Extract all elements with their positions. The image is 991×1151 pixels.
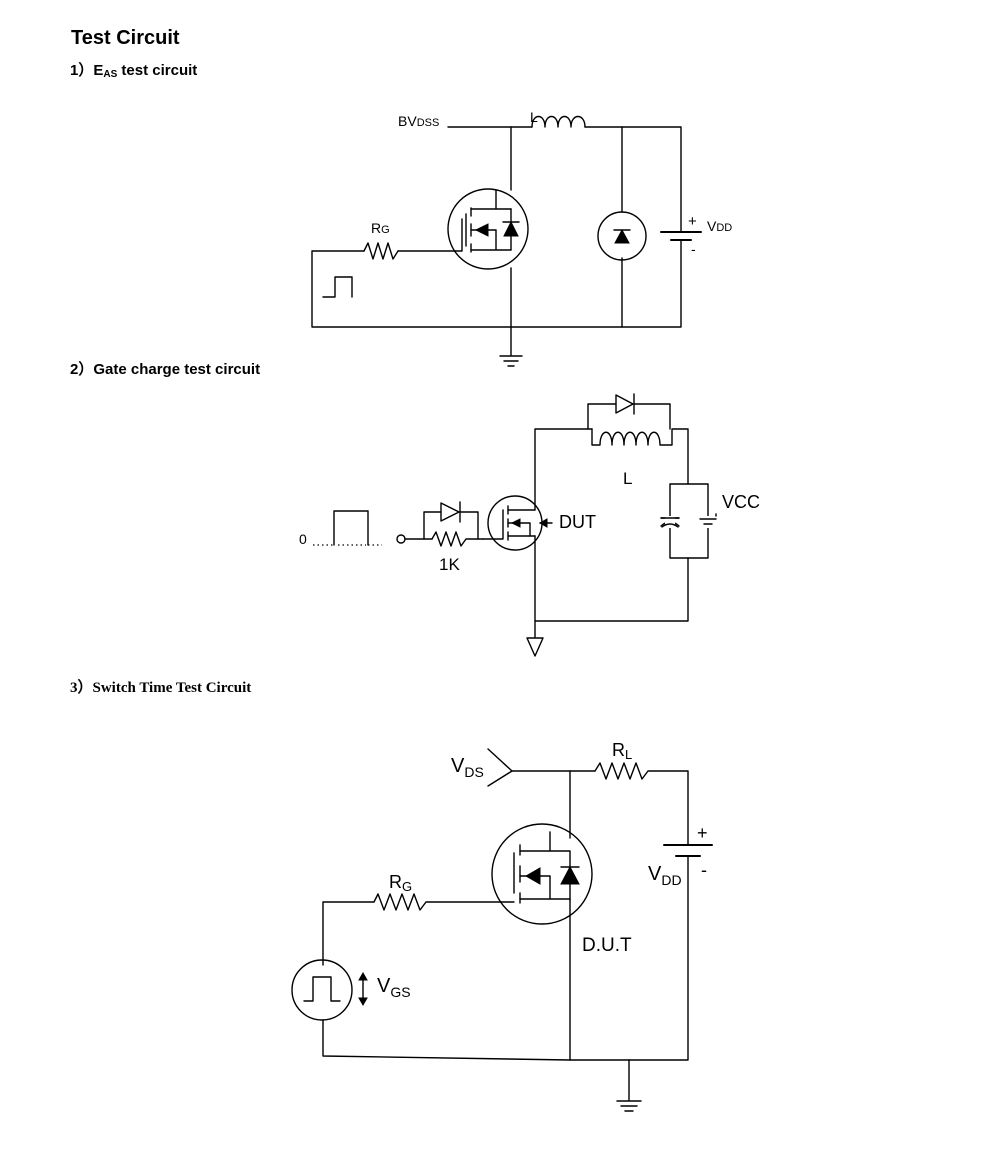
pulse-source-icon <box>291 959 353 1021</box>
section-3-title: 3）Switch Time Test Circuit <box>70 680 252 696</box>
label-vds: VDS <box>451 755 484 780</box>
ground-icon <box>526 637 544 657</box>
vgs-arrow-icon <box>358 971 368 1007</box>
label-vdd-plus: + <box>688 213 697 230</box>
resistor-rg <box>322 893 515 966</box>
mosfet-icon <box>491 823 593 925</box>
wire-gate <box>397 218 463 252</box>
wire-source-return <box>534 535 689 622</box>
diode-circle-icon <box>597 211 647 261</box>
gate-charge-test-circuit: 0 1K DUT L VCC <box>299 393 760 657</box>
label-vdd: VDD <box>707 218 732 234</box>
wire-bottom-return <box>322 1019 571 1061</box>
label-vcc: VCC <box>722 492 760 512</box>
ground-icon <box>616 1100 642 1112</box>
ground-icon <box>499 355 523 367</box>
resistor-rl <box>594 762 689 846</box>
wire-loop <box>311 239 682 328</box>
wire-top-right <box>584 126 682 233</box>
wire-right-return <box>569 855 689 1061</box>
pulse-source-icon <box>322 276 353 298</box>
label-1k: 1K <box>439 555 460 574</box>
label-inductor-l: L <box>623 469 632 488</box>
section-2-title: 2）Gate charge test circuit <box>70 361 261 378</box>
label-rg: RG <box>371 220 390 236</box>
label-rg: RG <box>389 872 412 894</box>
resistor-1k <box>431 531 484 547</box>
label-zero: 0 <box>299 531 307 547</box>
section-1-title: 1）EAS test circuit <box>70 62 198 80</box>
label-bvdss: BVDSS <box>398 113 439 129</box>
input-terminal-icon <box>396 534 406 544</box>
mosfet-icon <box>447 188 529 270</box>
diode-icon <box>440 502 460 522</box>
inductor-l <box>591 428 689 485</box>
switch-time-test-circuit: VDS RL + VDD - RG D.U.T VGS <box>291 740 713 1112</box>
label-vgs: VGS <box>377 975 411 1000</box>
label-vdd-minus: - <box>691 241 696 257</box>
page-title: Test Circuit <box>71 27 180 49</box>
eas-test-circuit: BVDSS L RG + VDD - <box>311 109 732 367</box>
label-vdd: VDD <box>648 863 682 888</box>
resistor-rg <box>363 242 399 260</box>
inductor-l <box>531 115 586 128</box>
flyback-diode-icon <box>615 394 634 414</box>
label-rl: RL <box>612 740 632 762</box>
pulse-source-icon <box>333 510 369 546</box>
wire-diode-parallel <box>423 511 479 540</box>
dut-mosfet-icon <box>482 495 553 551</box>
capacitor-icon <box>660 516 680 528</box>
label-dut: DUT <box>559 512 596 532</box>
vds-arrow-icon <box>487 748 513 787</box>
vcc-supply-box <box>669 483 709 559</box>
label-vdd-minus: - <box>701 860 707 880</box>
label-vdd-plus: + <box>697 823 708 843</box>
battery-vdd-icon <box>663 844 713 857</box>
wire-drain <box>534 428 593 511</box>
wire-flyback-diode <box>587 403 671 430</box>
battery-vdd-icon <box>660 231 702 241</box>
label-dut: D.U.T <box>582 935 632 956</box>
label-inductor-l: L <box>530 109 538 125</box>
battery-vcc-icon <box>699 513 717 528</box>
